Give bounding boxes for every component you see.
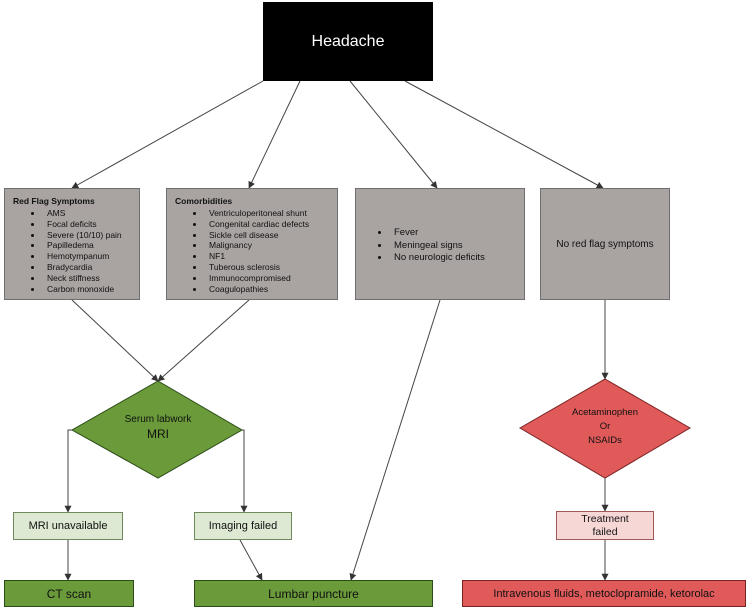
red-flag-item: Severe (10/10) pain (43, 230, 133, 241)
headache-label: Headache (311, 32, 385, 50)
red-flag-item: Focal deficits (43, 219, 133, 230)
imaging-failed-label: Imaging failed (208, 520, 278, 532)
serum-mri-label: Serum labwork MRI (100, 414, 216, 441)
mri-unavailable-box: MRI unavailable (13, 512, 123, 540)
red-flag-list: AMS Focal deficits Severe (10/10) pain P… (13, 208, 133, 294)
ct-scan-box: CT scan (4, 580, 134, 607)
acetaminophen-label: Acetaminophen Or NSAIDs (555, 406, 655, 448)
comorbidity-item: Immunocompromised (205, 273, 331, 284)
edge-fever-lumbar (349, 299, 441, 581)
comorbidity-item: Ventriculoperitoneal shunt (205, 208, 331, 219)
edge-redflag-serum (71, 299, 159, 382)
acetaminophen-diamond (519, 378, 691, 479)
red-flag-item: Neck stiffness (43, 273, 133, 284)
fever-item: No neurologic deficits (390, 252, 518, 265)
edge-imagingfailed-lumbar (239, 539, 263, 581)
red-flag-item: Carbon monoxide (43, 284, 133, 295)
or-text: Or (599, 421, 611, 432)
edge-headache-comorbidities (248, 80, 301, 189)
failed-text: failed (592, 525, 618, 538)
iv-fluids-label: Intravenous fluids, metoclopramide, keto… (493, 587, 715, 600)
treatment-text: Treatment (581, 512, 629, 525)
edge-comorbidities-serum (157, 299, 250, 382)
edge-headache-noredflag (404, 80, 604, 189)
mri-text: MRI (147, 427, 169, 441)
fever-list: Fever Meningeal signs No neurologic defi… (360, 227, 518, 265)
acetaminophen-text: Acetaminophen (571, 407, 639, 418)
headache-box: Headache (263, 2, 433, 81)
fever-item: Meningeal signs (390, 240, 518, 253)
comorbidity-item: Coagulopathies (205, 284, 331, 295)
comorbidities-box: Comorbidities Ventriculoperitoneal shunt… (166, 188, 338, 300)
lumbar-puncture-box: Lumbar puncture (194, 580, 433, 607)
edge-serum-mriunavailable (64, 429, 72, 513)
red-flag-title: Red Flag Symptoms (13, 196, 95, 206)
serum-labwork-text: Serum labwork (124, 414, 192, 425)
treatment-failed-box: Treatment failed (556, 511, 654, 540)
mri-unavailable-label: MRI unavailable (28, 520, 108, 532)
imaging-failed-box: Imaging failed (194, 512, 292, 540)
red-flag-item: Bradycardia (43, 262, 133, 273)
comorbidity-item: Malignancy (205, 240, 331, 251)
comorbidity-item: Tuberous sclerosis (205, 262, 331, 273)
fever-box: Fever Meningeal signs No neurologic defi… (355, 188, 525, 300)
comorbidity-item: Congenital cardiac defects (205, 219, 331, 230)
red-flag-box: Red Flag Symptoms AMS Focal deficits Sev… (4, 188, 140, 300)
comorbidities-list: Ventriculoperitoneal shunt Congenital ca… (175, 208, 331, 294)
ct-scan-label: CT scan (46, 586, 92, 601)
comorbidities-title: Comorbidities (175, 196, 233, 206)
comorbidity-item: NF1 (205, 251, 331, 262)
edge-serum-imagingfailed (240, 429, 248, 513)
nsaids-text: NSAIDs (588, 435, 622, 446)
edge-headache-fever (349, 80, 438, 189)
lumbar-puncture-label: Lumbar puncture (268, 586, 359, 601)
red-flag-item: Papilledema (43, 240, 133, 251)
no-red-flag-box: No red flag symptoms (540, 188, 670, 300)
iv-fluids-box: Intravenous fluids, metoclopramide, keto… (462, 580, 746, 607)
fever-item: Fever (390, 227, 518, 240)
serum-mri-diamond (70, 380, 243, 479)
comorbidity-item: Sickle cell disease (205, 230, 331, 241)
red-flag-item: AMS (43, 208, 133, 219)
edge-headache-redflag (71, 80, 264, 189)
no-red-flag-label: No red flag symptoms (556, 238, 654, 250)
red-flag-item: Hemotympanum (43, 251, 133, 262)
